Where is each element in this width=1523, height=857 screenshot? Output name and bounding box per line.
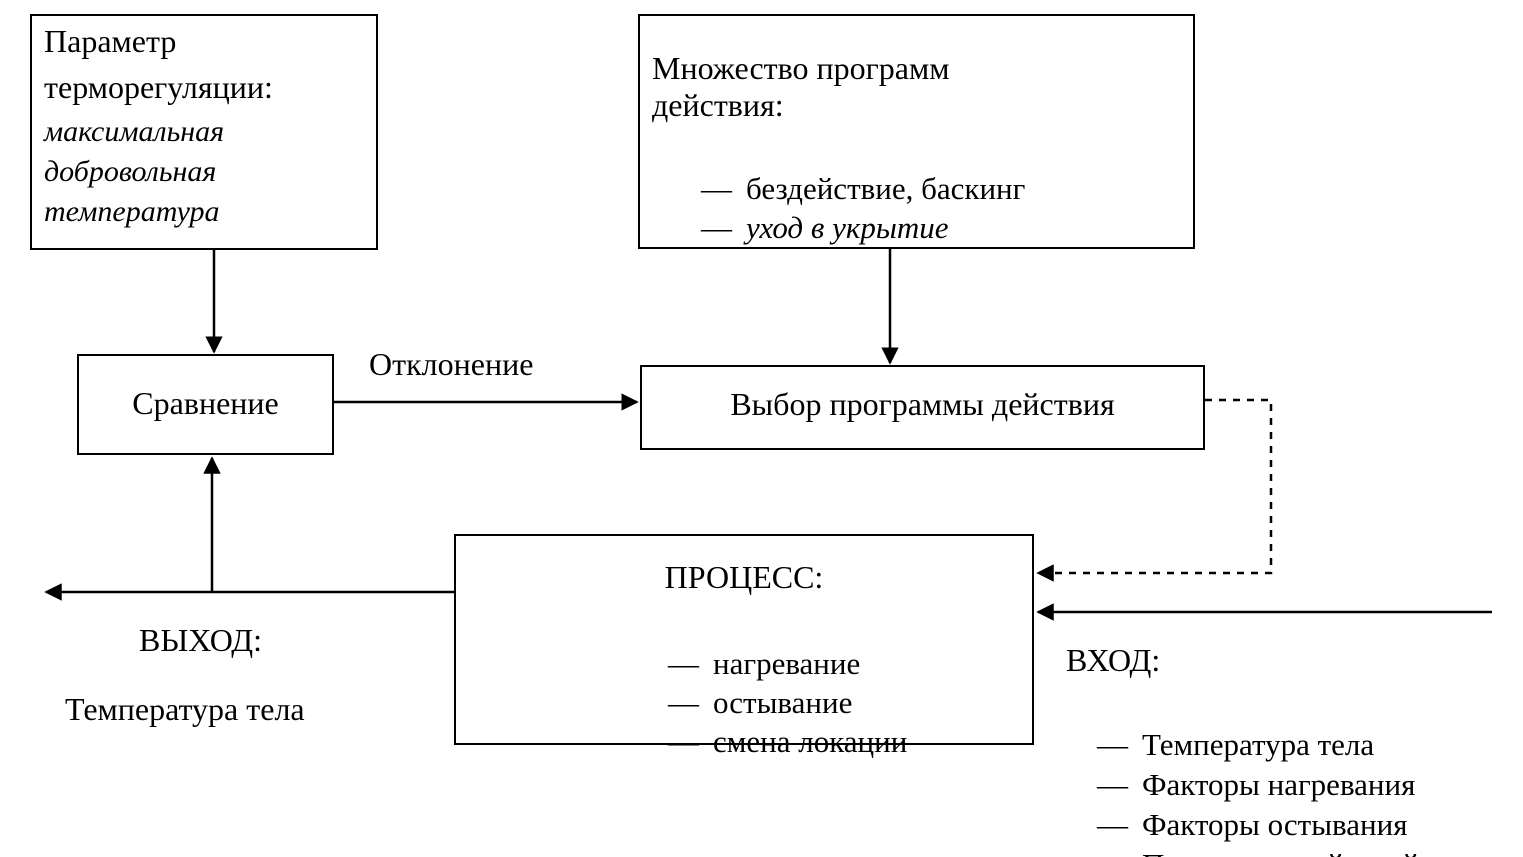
process-item-2-label: смена локации xyxy=(713,723,908,759)
programset-item-1-dash: — xyxy=(701,209,732,245)
input-item-1-dash: — xyxy=(1097,766,1128,802)
label-deviation: Отклонение xyxy=(369,346,534,382)
process-item-1-dash: — xyxy=(668,684,699,720)
programset-heading-line2: действия: xyxy=(652,87,784,123)
box-thermoregulation-parameter xyxy=(30,14,378,250)
programset-item-0-label: бездействие, баскинг xyxy=(746,170,1026,206)
output-value: Температура тела xyxy=(65,691,305,727)
process-item-2: — смена локации xyxy=(637,690,907,794)
thermoreg-italic-line2: добровольная xyxy=(44,155,217,188)
process-heading: ПРОЦЕСС: xyxy=(664,559,824,595)
box-comparison xyxy=(77,354,334,455)
input-item-2: — Факторы остывания xyxy=(1066,773,1407,857)
box-process xyxy=(454,534,1034,745)
programset-item-1: — уход в укрытие xyxy=(670,176,948,280)
input-item-2-dash: — xyxy=(1097,806,1128,842)
process-item-0-label: нагревание xyxy=(713,645,861,681)
process-item-2-dash: — xyxy=(668,723,699,759)
process-item-1: — остывание xyxy=(637,651,852,755)
input-item-1: — Факторы нагревания xyxy=(1066,733,1415,837)
programset-heading-line1: Множество программ xyxy=(652,50,950,86)
process-item-0-dash: — xyxy=(668,645,699,681)
programset-item-1-label: уход в укрытие xyxy=(746,209,949,245)
input-item-3-dash: — xyxy=(1097,847,1128,857)
input-heading: ВХОД: xyxy=(1066,642,1161,678)
input-item-3-label: Программа действий xyxy=(1142,847,1419,857)
dotted-arrow-choice-to-process xyxy=(1036,398,1273,582)
box-action-program-choice xyxy=(640,365,1205,450)
input-item-0-label: Температура тела xyxy=(1142,726,1375,762)
thermoreg-heading-line1: Параметр xyxy=(44,23,177,59)
programset-item-0-dash: — xyxy=(701,170,732,206)
output-heading: ВЫХОД: xyxy=(139,622,262,658)
programset-item-0: — бездействие, баскинг xyxy=(670,137,1025,241)
process-item-0: — нагревание xyxy=(637,612,860,716)
thermoreg-italic-line1: максимальная xyxy=(44,115,225,148)
program-choice-label: Выбор программы действия xyxy=(730,386,1115,422)
input-item-0-dash: — xyxy=(1097,726,1128,762)
input-item-0: — Температура тела xyxy=(1066,693,1374,797)
input-item-3: — Программа действий xyxy=(1066,813,1419,857)
comparison-label: Сравнение xyxy=(132,385,279,421)
box-action-program-set xyxy=(638,14,1195,249)
process-item-1-label: остывание xyxy=(713,684,853,720)
input-item-2-label: Факторы остывания xyxy=(1142,806,1408,842)
thermoreg-italic-line3: температура xyxy=(44,195,220,228)
input-item-1-label: Факторы нагревания xyxy=(1142,766,1416,802)
thermoreg-heading-line2: терморегуляции: xyxy=(44,69,273,105)
